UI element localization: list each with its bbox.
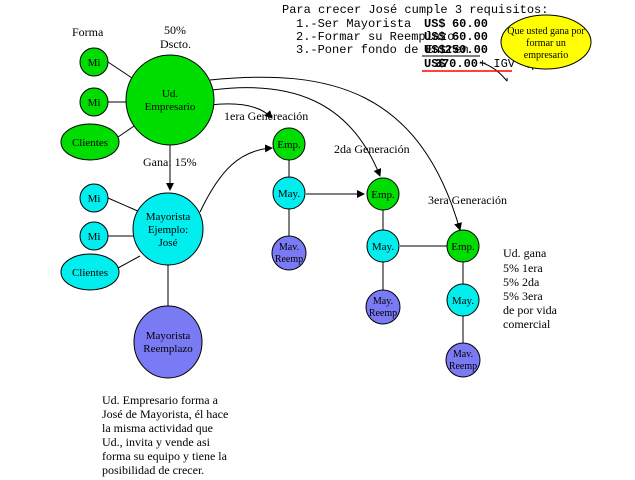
node-g3-reemp: Mav. Reemp (445, 342, 481, 378)
node-g1-may: May. (272, 176, 306, 210)
connectors (107, 61, 464, 343)
requirement-2-currency: US$ (424, 30, 446, 44)
earnings-line-5: de por vida (503, 303, 558, 317)
earnings-line-4: 5% 3era (503, 289, 543, 303)
svg-text:Reemplazo: Reemplazo (143, 343, 193, 355)
svg-text:Mav.: Mav. (453, 349, 473, 360)
explanation-line-4: Ud., invita y vende asi (102, 435, 211, 449)
node-clientes-top: Clientes (60, 123, 120, 161)
node-g2-may: May. (366, 229, 400, 263)
requirement-1-currency: US$ (424, 17, 446, 31)
explanation-line-3: la misma actividad que (102, 421, 213, 435)
node-mi-left1: Mi (79, 183, 109, 213)
svg-text:Emp.: Emp. (277, 139, 301, 151)
arrow-mayorista-to-g1-emp (199, 144, 273, 213)
svg-text:Mi: Mi (88, 231, 101, 243)
svg-text:May.: May. (373, 296, 393, 307)
requirements-title: Para crecer José cumple 3 requisitos: (282, 3, 548, 17)
total-suffix: + IGV (479, 57, 516, 71)
svg-text:formar un: formar un (526, 38, 566, 49)
arrow-ud-to-g3-emp (209, 76, 462, 231)
node-g1-reemp: Mav. Reemp (271, 235, 307, 271)
node-g2-reemp: May. Reemp (365, 289, 401, 325)
svg-text:Que usted gana por: Que usted gana por (507, 26, 585, 37)
node-clientes-left: Clientes (60, 253, 120, 291)
svg-text:May.: May. (278, 188, 300, 200)
node-ud-empresario: Ud. Empresario (125, 54, 215, 146)
svg-text:Empresario: Empresario (145, 101, 196, 113)
explanation-line-1: Ud. Empresario forma a (102, 393, 219, 407)
requirements-block: Para crecer José cumple 3 requisitos: 1.… (282, 3, 548, 72)
svg-text:José: José (159, 237, 178, 249)
svg-text:Clientes: Clientes (72, 267, 108, 279)
gen3-label: 3era Generación (428, 193, 507, 207)
earnings-line-3: 5% 2da (503, 275, 540, 289)
svg-text:Mayorista: Mayorista (146, 211, 191, 223)
requirement-3-currency: US$ (424, 43, 446, 57)
node-g3-emp: Emp. (446, 229, 480, 263)
discount-label: Dscto. (160, 37, 191, 51)
discount-percent: 50% (164, 23, 186, 37)
arrow-ud-to-g1-emp (209, 103, 273, 119)
earnings-callout: Que usted gana por formar un empresario (500, 14, 592, 70)
node-g2-emp: Emp. (366, 177, 400, 211)
node-mayorista: Mayorista Ejemplo: José (132, 192, 204, 266)
node-mi-left2: Mi (79, 221, 109, 251)
node-mayorista-reemplazo: Mayorista Reemplazo (133, 305, 203, 379)
explanation-line-2: José de Mayorista, él hace (102, 407, 228, 421)
requirement-2-amount: 60.00 (452, 30, 488, 44)
gen2-label: 2da Generación (334, 142, 410, 156)
requirement-1-amount: 60.00 (452, 17, 488, 31)
requirement-3-label: 3.-Poner fondo de Entren (296, 43, 469, 57)
svg-text:Mi: Mi (88, 57, 101, 69)
svg-text:Mi: Mi (88, 193, 101, 205)
arrow-total-to-callout (479, 61, 508, 82)
svg-text:Reemp: Reemp (449, 361, 477, 372)
earnings-line-2: 5% 1era (503, 261, 543, 275)
total-amount: 370.00 (435, 57, 478, 71)
gana-label: Gana: 15% (143, 155, 197, 169)
svg-text:Clientes: Clientes (72, 137, 108, 149)
svg-text:Emp.: Emp. (451, 241, 475, 253)
svg-text:Mi: Mi (88, 97, 101, 109)
node-mi-top2: Mi (79, 87, 109, 117)
node-g3-may: May. (446, 283, 480, 317)
earnings-line-6: comercial (503, 317, 551, 331)
svg-text:May.: May. (452, 295, 474, 307)
explanation-line-6: posibilidad de crecer. (102, 463, 204, 477)
requirement-1-label: 1.-Ser Mayorista (296, 17, 411, 31)
line-mi-left1 (107, 197, 141, 213)
total-currency: US$ (424, 57, 446, 71)
svg-text:Mav.: Mav. (279, 242, 299, 253)
requirement-3-amount: 250.00 (445, 43, 488, 57)
svg-text:Mayorista: Mayorista (146, 330, 191, 342)
svg-text:Emp.: Emp. (371, 189, 395, 201)
svg-text:Ejemplo:: Ejemplo: (148, 224, 188, 236)
arrow-ud-to-g2-emp (211, 87, 382, 177)
node-g1-emp: Emp. (272, 127, 306, 161)
requirement-2-label: 2.-Formar su Reemplazo (296, 30, 454, 44)
svg-text:May.: May. (372, 241, 394, 253)
explanation-text: Ud. Empresario forma a José de Mayorista… (102, 393, 228, 477)
line-clientes-left (117, 255, 141, 269)
earnings-line-1: Ud. gana (503, 246, 547, 260)
node-mi-top1: Mi (79, 47, 109, 77)
forma-label: Forma (72, 25, 104, 39)
svg-text:Ud.: Ud. (162, 88, 178, 100)
line-mi-top1 (107, 61, 136, 81)
earnings-text: Ud. gana 5% 1era 5% 2da 5% 3era de por v… (503, 246, 558, 331)
svg-text:Reemp: Reemp (369, 308, 397, 319)
svg-text:empresario: empresario (524, 50, 568, 61)
explanation-line-5: forma su equipo y tiene la (102, 449, 228, 463)
svg-text:Reemp: Reemp (275, 254, 303, 265)
gen1-label: 1era Genereación (224, 109, 308, 123)
